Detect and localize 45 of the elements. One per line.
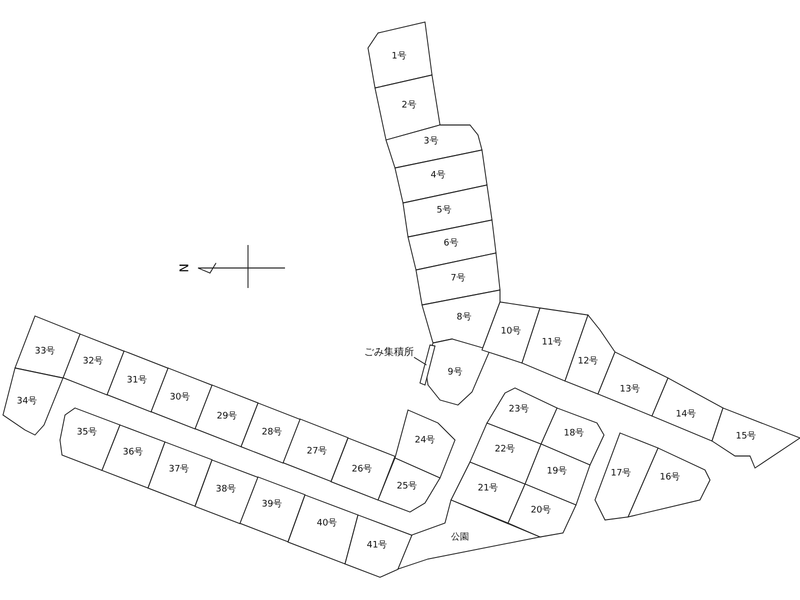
lot-number: 29号 [216,412,238,422]
lot-number: 28号 [262,428,282,438]
lot-number: 1号 [392,52,406,62]
lot-number: 3号 [424,138,438,146]
north-label: N [178,264,190,272]
facility-label: ごみ集積所 [364,348,414,358]
lot-number: 9号 [448,368,462,378]
lot-number: 26号 [352,465,372,474]
lot-number: 8号 [456,314,472,322]
lot-number: 15号 [736,432,756,442]
lot-number: 2号 [402,102,416,110]
park-label: 公園 [451,534,469,542]
lot-number: 41号 [366,541,388,550]
lot-number: 10号 [500,328,522,336]
lot-number: 17号 [610,470,632,478]
lot-number: 35号 [76,428,98,438]
leader-line [414,356,427,366]
lot-number: 21号 [478,484,498,494]
lot-number: 20号 [530,506,552,516]
lot-number: 6号 [444,240,458,248]
lot-number: 37号 [168,465,190,474]
lot-number: 23号 [508,406,530,414]
lot-number: 32号 [82,357,104,366]
lot-number: 13号 [620,386,640,394]
lot-number: 24号 [414,436,436,446]
lot-number: 31号 [126,376,148,386]
lot-number: 14号 [676,410,696,420]
lot-number: 12号 [578,358,598,366]
lot-number: 25号 [396,482,418,492]
lot-number: 36号 [122,448,144,458]
lot-number: 11号 [542,338,562,348]
lot-number: 19号 [546,468,568,476]
lot-number: 39号 [262,500,282,510]
lot-number: 40号 [316,519,338,528]
lot-number: 33号 [34,348,56,356]
lot-number: 30号 [170,393,190,402]
lot-number: 18号 [564,430,584,438]
lot-number: 38号 [216,485,236,494]
lot-number: 34号 [16,398,38,406]
lot-number: 4号 [430,172,446,180]
lot-number: 7号 [450,274,466,284]
lot-number: 22号 [494,446,516,454]
lot-number: 16号 [660,474,680,482]
lot-number: 5号 [436,206,452,216]
lot-number: 27号 [306,447,328,456]
